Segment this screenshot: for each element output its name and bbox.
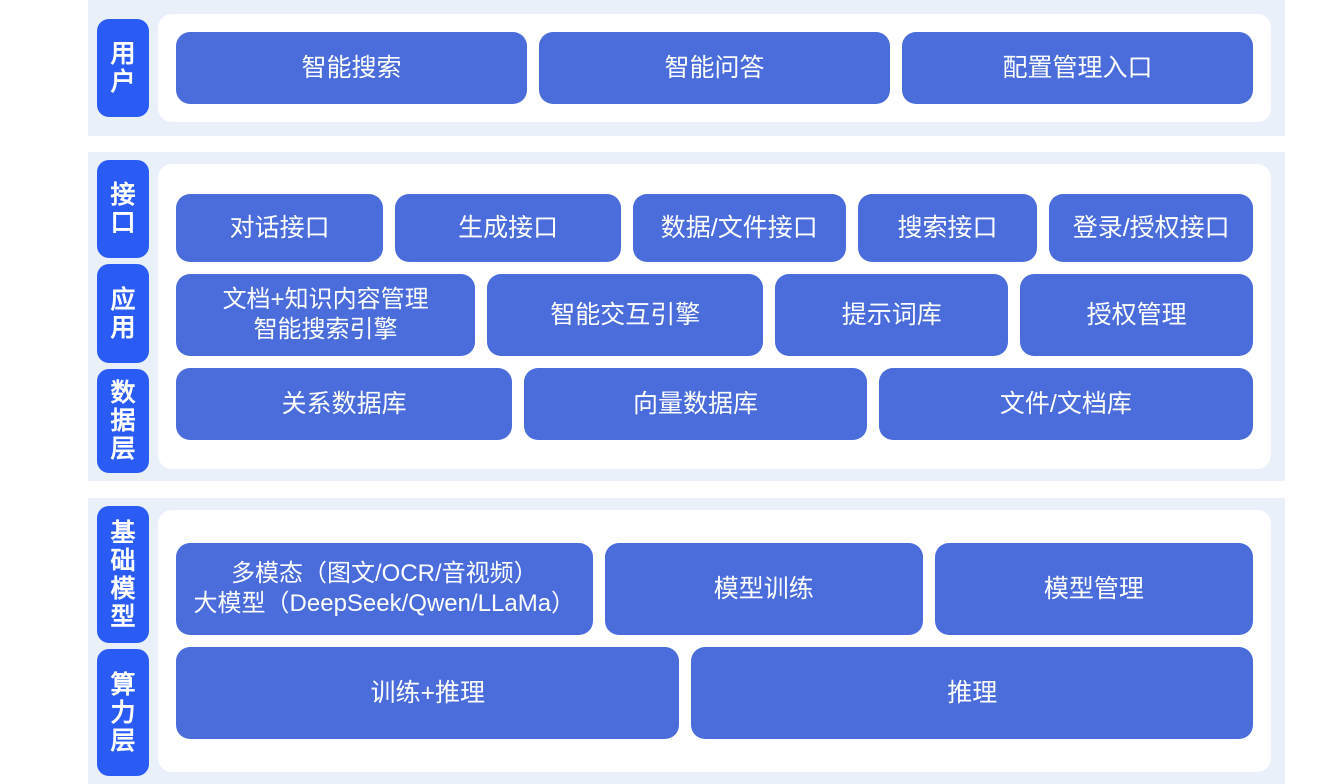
card-relational-database[interactable]: 关系数据库 <box>176 367 513 440</box>
layer-label-users-text: 用户 <box>110 40 136 96</box>
section-platform: 接口 应用 数据层 对话接口 生成接口 数据/文件接口 搜索接口 登录/授权接口… <box>88 152 1285 481</box>
layer-label-compute: 算力层 <box>97 649 149 776</box>
card-train-infer[interactable]: 训练+推理 <box>176 647 680 739</box>
layer-label-users: 用户 <box>97 19 149 117</box>
row-interface: 对话接口 生成接口 数据/文件接口 搜索接口 登录/授权接口 <box>176 193 1253 262</box>
label-column-users: 用户 <box>88 0 158 136</box>
label-column-platform: 接口 应用 数据层 <box>88 152 158 481</box>
section-users: 用户 智能搜索 智能问答 配置管理入口 <box>88 0 1285 136</box>
row-user-entries: 智能搜索 智能问答 配置管理入口 <box>176 32 1253 104</box>
layer-label-foundation-model-text: 基础模型 <box>110 518 136 631</box>
layer-label-compute-text: 算力层 <box>110 670 136 755</box>
layer-label-application-text: 应用 <box>110 285 136 342</box>
layer-label-application: 应用 <box>97 264 149 363</box>
layer-label-data: 数据层 <box>97 368 149 473</box>
layer-label-data-text: 数据层 <box>110 378 136 463</box>
section-infrastructure: 基础模型 算力层 多模态（图文/OCR/音视频） 大模型（DeepSeek/Qw… <box>88 498 1285 784</box>
card-dialog-api[interactable]: 对话接口 <box>176 193 384 262</box>
panel-infrastructure: 多模态（图文/OCR/音视频） 大模型（DeepSeek/Qwen/LLaMa）… <box>158 510 1271 772</box>
layer-label-interface-text: 接口 <box>110 181 136 238</box>
card-file-document-store[interactable]: 文件/文档库 <box>878 367 1253 440</box>
row-application: 文档+知识内容管理 智能搜索引擎 智能交互引擎 提示词库 授权管理 <box>176 273 1253 356</box>
card-infer[interactable]: 推理 <box>691 647 1253 739</box>
card-prompt-library[interactable]: 提示词库 <box>775 273 1009 356</box>
card-smart-search[interactable]: 智能搜索 <box>176 32 527 104</box>
card-vector-database[interactable]: 向量数据库 <box>524 367 867 440</box>
label-column-infrastructure: 基础模型 算力层 <box>88 498 158 784</box>
card-auth-management[interactable]: 授权管理 <box>1020 273 1253 356</box>
panel-platform: 对话接口 生成接口 数据/文件接口 搜索接口 登录/授权接口 文档+知识内容管理… <box>158 164 1271 469</box>
card-smart-qa[interactable]: 智能问答 <box>539 32 890 104</box>
card-login-auth-api[interactable]: 登录/授权接口 <box>1049 193 1253 262</box>
card-config-entry[interactable]: 配置管理入口 <box>902 32 1253 104</box>
layer-label-foundation-model: 基础模型 <box>97 506 149 644</box>
card-interaction-engine[interactable]: 智能交互引擎 <box>487 273 764 356</box>
row-compute: 训练+推理 推理 <box>176 647 1253 739</box>
card-model-training[interactable]: 模型训练 <box>604 543 923 635</box>
row-data: 关系数据库 向量数据库 文件/文档库 <box>176 367 1253 440</box>
card-search-api[interactable]: 搜索接口 <box>857 193 1038 262</box>
card-model-management[interactable]: 模型管理 <box>934 543 1254 635</box>
card-data-file-api[interactable]: 数据/文件接口 <box>632 193 846 262</box>
card-multimodal-llm[interactable]: 多模态（图文/OCR/音视频） 大模型（DeepSeek/Qwen/LLaMa） <box>176 543 593 635</box>
panel-users: 智能搜索 智能问答 配置管理入口 <box>158 14 1271 122</box>
layer-label-interface: 接口 <box>97 160 149 259</box>
card-doc-knowledge-management[interactable]: 文档+知识内容管理 智能搜索引擎 <box>176 273 476 356</box>
row-model: 多模态（图文/OCR/音视频） 大模型（DeepSeek/Qwen/LLaMa）… <box>176 543 1254 635</box>
card-generation-api[interactable]: 生成接口 <box>395 193 621 262</box>
